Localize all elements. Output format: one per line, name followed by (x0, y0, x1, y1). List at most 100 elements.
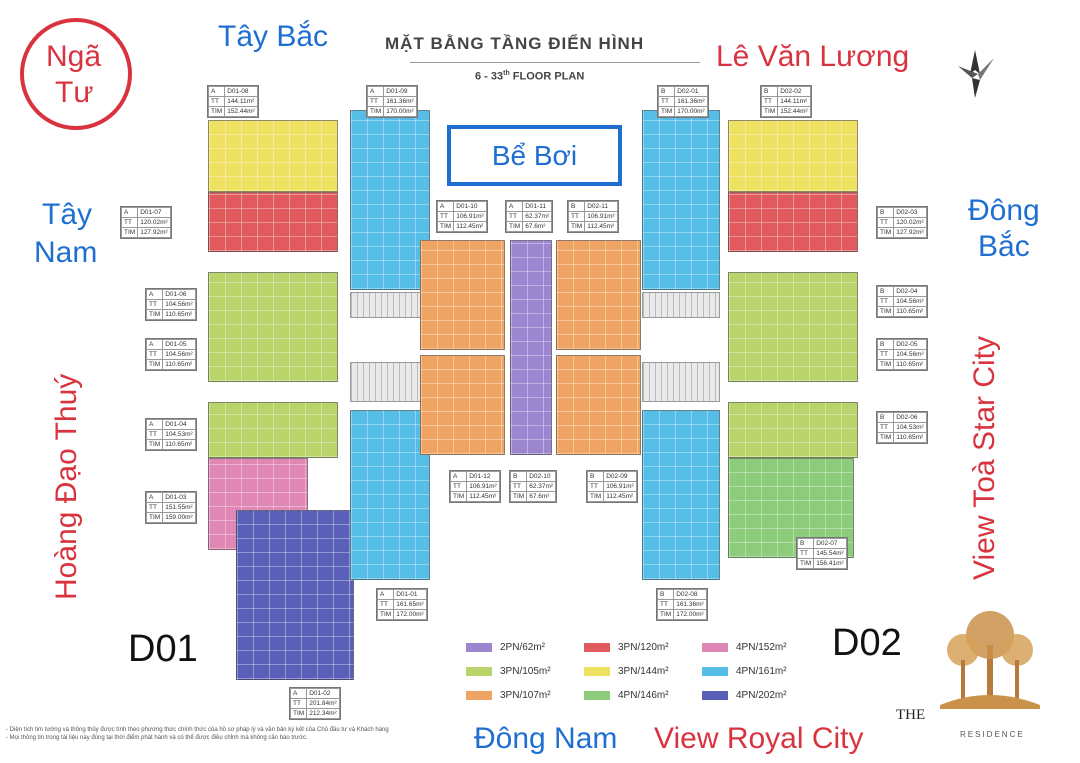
legend-swatch (584, 667, 610, 676)
unit-d01-01[interactable] (350, 410, 430, 580)
unit-d01-02[interactable] (236, 510, 354, 680)
unit-type: A (145, 492, 164, 503)
unit-d02-02[interactable] (728, 120, 858, 192)
unit-tt: 104.53m² (162, 429, 196, 440)
unit-type: B (656, 589, 675, 600)
unit-type: B (567, 201, 586, 212)
unit-tim: 110.65m² (893, 432, 927, 443)
unit-type: A (145, 339, 164, 350)
tt-label: TT (289, 698, 308, 709)
unit-type: A (120, 207, 139, 218)
direction-northeast-line1: Đông (968, 194, 1040, 227)
unit-tim: 67.6m² (526, 491, 557, 502)
tt-label: TT (145, 299, 164, 310)
unit-d02-01[interactable] (642, 110, 720, 290)
unit-type: B (509, 471, 528, 482)
unit-d02-09[interactable] (556, 355, 641, 455)
tim-label: TIM (289, 708, 308, 719)
unit-d02-03[interactable] (728, 192, 858, 252)
unit-code: D02-09 (603, 471, 637, 482)
unit-d02-11[interactable] (556, 240, 641, 350)
legend-label: 4PN/202m² (736, 690, 787, 701)
unit-code: D01-10 (453, 201, 487, 212)
page-title: MẶT BẰNG TẦNG ĐIỂN HÌNH (385, 34, 645, 53)
tim-label: TIM (145, 512, 164, 523)
legend-label: 4PN/146m² (618, 690, 669, 701)
unit-type: B (760, 86, 779, 97)
unit-code: D01-05 (162, 339, 196, 350)
unit-code: D02-08 (673, 589, 707, 600)
tim-label: TIM (656, 609, 675, 620)
unit-d01-09[interactable] (350, 110, 430, 290)
unit-tim: 152.44m² (224, 106, 258, 117)
direction-northeast-line2: Bắc (978, 230, 1030, 263)
legend-label: 2PN/62m² (500, 642, 546, 653)
unit-d01-11-d02-10[interactable] (510, 240, 552, 455)
legend-swatch (702, 691, 728, 700)
unit-tt: 106.91m² (466, 481, 500, 492)
unit-d02-06[interactable] (728, 402, 858, 458)
unit-tt: 161.36m² (383, 96, 417, 107)
legend-label: 3PN/107m² (500, 690, 551, 701)
tim-label: TIM (876, 306, 895, 317)
unit-tt: 145.54m² (813, 548, 847, 559)
legend-label: 3PN/144m² (618, 666, 669, 677)
unit-d01-07[interactable] (208, 192, 338, 252)
legend-swatch (702, 643, 728, 652)
unit-code: D01-03 (162, 492, 196, 503)
unit-code: D02-04 (893, 286, 927, 297)
logo-subtext: RESIDENCE (960, 730, 1025, 739)
unit-code: D02-02 (777, 86, 811, 97)
tim-label: TIM (376, 609, 395, 620)
unit-d01-12[interactable] (420, 355, 505, 455)
tim-label: TIM (145, 309, 164, 320)
tim-label: TIM (207, 106, 226, 117)
tt-label: TT (796, 548, 815, 559)
tim-label: TIM (796, 558, 815, 569)
unit-code: D01-08 (224, 86, 258, 97)
legend-label: 4PN/161m² (736, 666, 787, 677)
tim-label: TIM (436, 221, 455, 232)
unit-d01-04[interactable] (208, 402, 338, 458)
unit-type: A (289, 688, 308, 699)
unit-tt: 62.37m² (526, 481, 557, 492)
tim-label: TIM (145, 439, 164, 450)
street-le-van-luong: Lê Văn Lương (716, 40, 910, 73)
tim-label: TIM (505, 221, 524, 232)
unit-code: D01-07 (137, 207, 171, 218)
unit-tt: 120.02m² (137, 217, 171, 228)
tt-label: TT (120, 217, 139, 228)
unit-d02-08[interactable] (642, 410, 720, 580)
unit-d01-08[interactable] (208, 120, 338, 192)
legend-label: 4PN/152m² (736, 642, 787, 653)
elevator-core-left-2 (350, 362, 430, 402)
unit-d01-10[interactable] (420, 240, 505, 350)
legend-label: 3PN/120m² (618, 642, 669, 653)
tt-label: TT (586, 481, 605, 492)
tt-label: TT (567, 211, 586, 222)
tt-label: TT (876, 422, 895, 433)
unit-d01-03[interactable] (208, 458, 308, 550)
tt-label: TT (145, 349, 164, 360)
unit-code: D02-05 (893, 339, 927, 350)
unit-type: B (876, 207, 895, 218)
unit-d01-06-05[interactable] (208, 272, 338, 382)
unit-code: D01-11 (522, 201, 553, 212)
tim-label: TIM (509, 491, 528, 502)
unit-d02-04-05[interactable] (728, 272, 858, 382)
unit-type: B (876, 286, 895, 297)
tim-label: TIM (876, 227, 895, 238)
